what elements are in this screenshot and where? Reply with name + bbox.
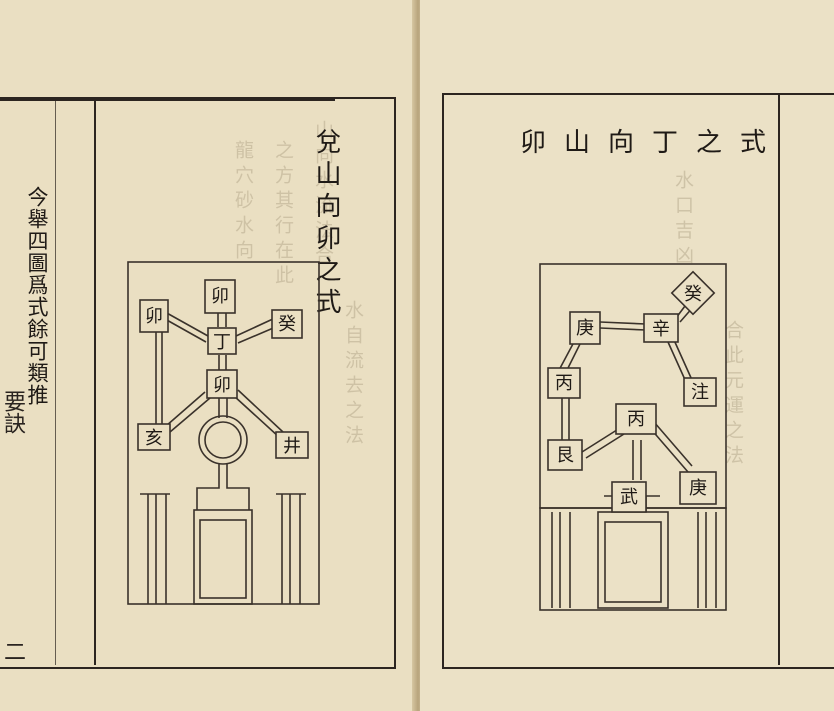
right-box-center xyxy=(615,403,657,435)
right-page: 合此元運之法 水口吉凶 卯山向丁之式 xyxy=(420,0,834,711)
right-box-top-right xyxy=(670,270,716,316)
right-box-right xyxy=(683,377,717,407)
right-label-hub: 辛 xyxy=(652,319,670,340)
right-label-right: 注 xyxy=(691,382,709,403)
left-box-right xyxy=(271,309,303,339)
right-label-lower-right: 庚 xyxy=(689,478,707,499)
left-page: 山向水流法合 之方其行在此 龍穴砂水向 水自流去之法 兌山向卯之式 今舉四圖爲式… xyxy=(0,0,416,711)
left-label-lower-right: 井 xyxy=(283,436,301,457)
right-inner-rule xyxy=(778,95,780,665)
left-label-center: 卯 xyxy=(213,375,231,396)
right-label-mid-left: 丙 xyxy=(555,373,573,394)
left-box-lower-left xyxy=(137,423,171,451)
left-top-bar xyxy=(0,97,335,101)
left-page-title: 兌山向卯之式 xyxy=(311,128,341,320)
right-diagram xyxy=(539,263,727,611)
left-box-left xyxy=(139,299,169,333)
left-label-top: 卯 xyxy=(211,286,229,307)
right-label-center: 丙 xyxy=(627,409,645,430)
right-label-gate: 武 xyxy=(620,487,638,508)
left-box-top xyxy=(204,279,236,314)
left-label-left: 卯 xyxy=(145,306,163,327)
right-box-hub xyxy=(643,313,679,343)
left-label-right: 癸 xyxy=(278,314,296,335)
right-box-mid-left xyxy=(547,367,581,399)
right-label-top-right: 癸 xyxy=(684,284,702,305)
right-outer-frame xyxy=(442,93,834,669)
right-box-gate xyxy=(611,481,647,513)
left-box-lower-right xyxy=(275,431,309,459)
left-edge-page-number: 二 xyxy=(0,640,25,662)
left-label-lower-left: 亥 xyxy=(145,428,163,449)
right-label-left: 庚 xyxy=(576,318,594,339)
left-column-rule xyxy=(55,99,56,665)
left-inner-rule xyxy=(94,99,96,665)
left-page-note: 今舉四圖爲式餘可類推 xyxy=(25,186,49,406)
right-box-lower-left xyxy=(547,439,583,471)
right-box-left xyxy=(569,311,601,345)
right-page-title: 卯山向丁之式 xyxy=(520,128,785,158)
left-box-hub xyxy=(207,327,237,355)
right-label-lower-left: 艮 xyxy=(556,445,574,466)
right-box-lower-right xyxy=(679,471,717,505)
left-edge-text: 要訣 xyxy=(0,390,25,434)
left-label-hub: 丁 xyxy=(213,332,231,353)
left-box-center xyxy=(206,369,238,399)
left-diagram xyxy=(127,261,320,605)
